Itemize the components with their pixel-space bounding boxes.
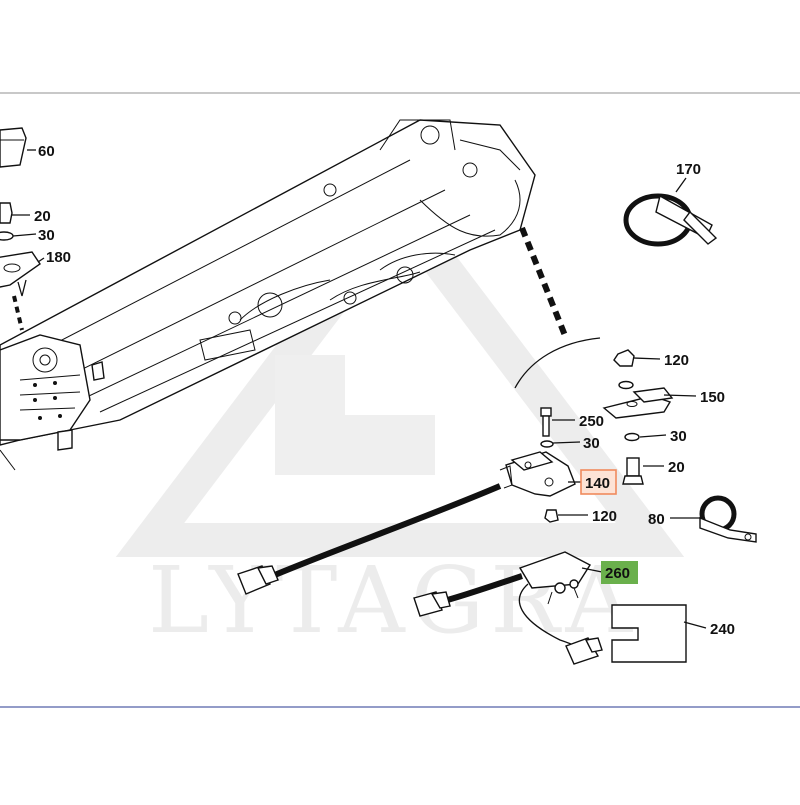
- p-clamp-part: [699, 495, 757, 543]
- boom-assembly: [0, 119, 536, 471]
- top-divider: [0, 92, 800, 94]
- detail-indicators: [12, 226, 601, 389]
- callout-140[interactable]: 140: [585, 475, 610, 492]
- zip-tie-part: [623, 193, 718, 247]
- callout-170[interactable]: 170: [676, 161, 701, 178]
- callout-labels: 60 20 30 180 170 120 150 250 30 30 140 2…: [34, 143, 735, 638]
- callout-30-right[interactable]: 30: [670, 428, 687, 445]
- highlight-140: [580, 469, 617, 495]
- callout-260[interactable]: 260: [605, 565, 630, 582]
- callout-20-left[interactable]: 20: [34, 208, 51, 225]
- callout-20-right[interactable]: 20: [668, 459, 685, 476]
- callout-30-mid[interactable]: 30: [583, 435, 600, 452]
- callout-120-top[interactable]: 120: [664, 352, 689, 369]
- left-hardware: [0, 127, 41, 288]
- bottom-divider: [0, 706, 800, 708]
- callout-80[interactable]: 80: [648, 511, 665, 528]
- sensor-kit-part: [413, 551, 603, 665]
- callout-180[interactable]: 180: [46, 249, 71, 266]
- callout-120-bottom[interactable]: 120: [592, 508, 617, 525]
- highlight-260: [601, 561, 638, 584]
- callout-30-left[interactable]: 30: [38, 227, 55, 244]
- callout-240[interactable]: 240: [710, 621, 735, 638]
- callout-60[interactable]: 60: [38, 143, 55, 160]
- leader-lines: [12, 149, 707, 629]
- callout-150[interactable]: 150: [700, 389, 725, 406]
- sensor-bracket-assembly: [237, 407, 576, 595]
- callout-250[interactable]: 250: [579, 413, 604, 430]
- right-hardware: [602, 349, 674, 485]
- plate-part: [611, 604, 687, 663]
